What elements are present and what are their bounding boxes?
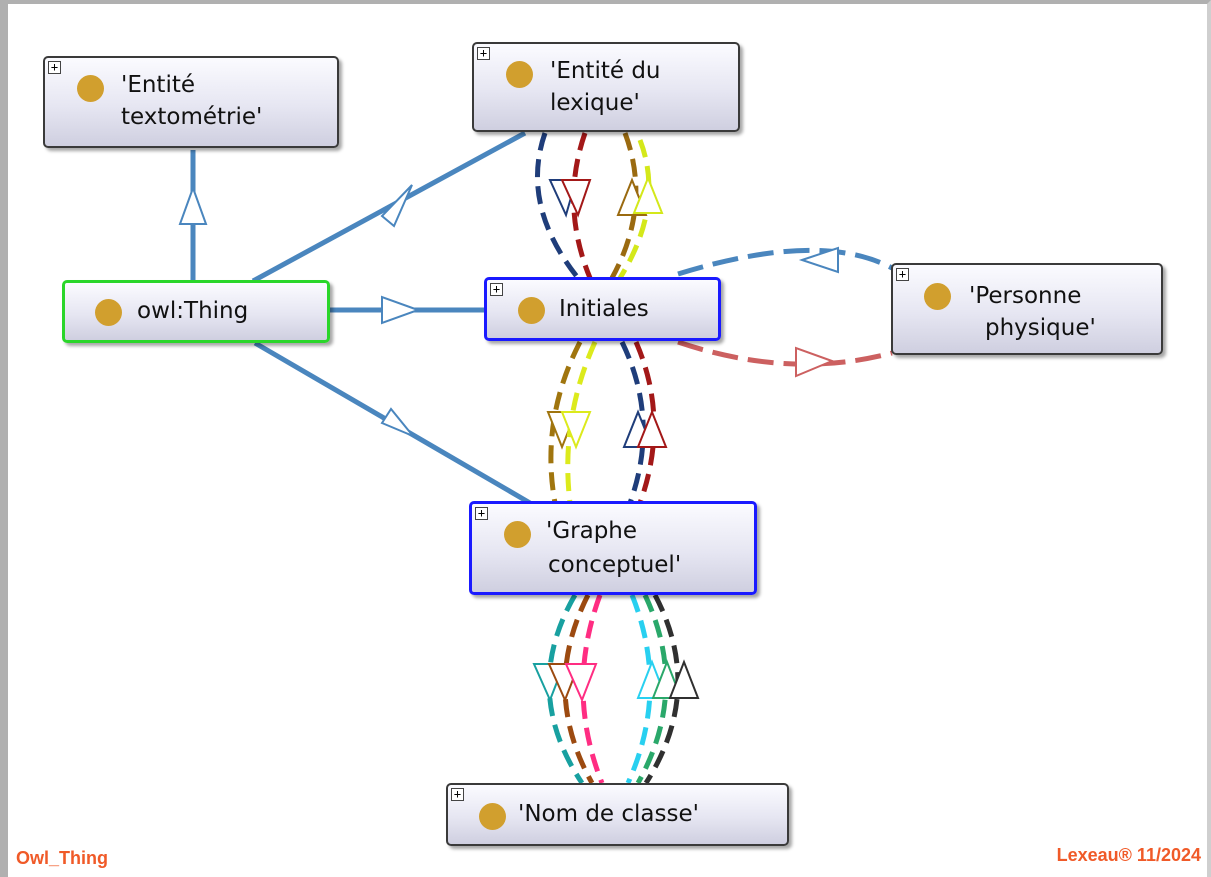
property-edge-lexique-initiales-3 [609, 132, 639, 280]
class-icon [77, 75, 104, 102]
node-label-line2: physique' [985, 315, 1096, 341]
node-label-line1: 'Personne [969, 283, 1082, 309]
expand-icon[interactable]: + [451, 788, 464, 801]
class-icon [479, 803, 506, 830]
class-icon [924, 283, 951, 310]
class-icon [95, 299, 122, 326]
expand-icon[interactable]: + [475, 507, 488, 520]
property-edge-lexique-initiales-2 [571, 132, 593, 279]
node-label: owl:Thing [137, 298, 249, 324]
class-icon [518, 297, 545, 324]
property-arrowhead-10 [795, 346, 835, 378]
property-arrowhead-2 [560, 179, 592, 218]
property-arrowhead-16 [668, 659, 700, 699]
node-initiales[interactable]: + Initiales [484, 277, 721, 341]
subclass-arrowhead-graphe [380, 407, 414, 437]
node-entite-du-lexique[interactable]: + 'Entité du lexique' [472, 42, 740, 132]
node-label-line2: lexique' [550, 90, 640, 116]
node-label: Initiales [559, 296, 649, 322]
property-arrowhead-4 [632, 175, 664, 214]
expand-icon[interactable]: + [477, 47, 490, 60]
subclass-arrowhead-lexique [380, 184, 413, 228]
property-edge-initiales-personne-1 [677, 247, 894, 277]
subclass-arrowhead-initiales [381, 295, 421, 325]
class-icon [506, 61, 533, 88]
expand-icon[interactable]: + [490, 283, 503, 296]
node-label-line1: 'Graphe [546, 518, 638, 544]
property-arrowhead-8 [636, 409, 668, 448]
subclass-arrowhead-textometrie [178, 185, 208, 225]
node-nom-de-classe[interactable]: + 'Nom de classe' [446, 783, 789, 846]
property-edge-initiales-personne-2 [677, 339, 893, 367]
property-edge-graphe-nom-1 [546, 593, 585, 785]
class-icon [504, 521, 531, 548]
property-arrowhead-13 [564, 663, 598, 703]
node-personne-physique[interactable]: + 'Personne physique' [891, 263, 1163, 355]
node-owl-thing[interactable]: owl:Thing [62, 280, 330, 343]
subclass-edge-lexique [251, 130, 527, 284]
node-entite-textometrie[interactable]: + 'Entité textométrie' [43, 56, 339, 148]
property-edge-lexique-initiales-1 [534, 132, 580, 280]
property-arrowhead-6 [560, 411, 592, 450]
expand-icon[interactable]: + [896, 268, 909, 281]
node-label-line1: 'Entité du [550, 58, 661, 84]
node-label: 'Nom de classe' [518, 801, 699, 827]
node-label-line2: conceptuel' [548, 552, 682, 578]
copyright-caption: Lexeau® 11/2024 [1056, 845, 1201, 865]
property-edge-initiales-graphe-3 [619, 340, 646, 504]
property-arrowhead-9 [798, 246, 839, 274]
expand-icon[interactable]: + [48, 61, 61, 74]
node-label-line1: 'Entité [121, 72, 196, 98]
node-graphe-conceptuel[interactable]: + 'Graphe conceptuel' [469, 501, 757, 595]
root-class-caption: Owl_Thing [16, 848, 108, 868]
node-label-line2: textométrie' [121, 104, 263, 130]
